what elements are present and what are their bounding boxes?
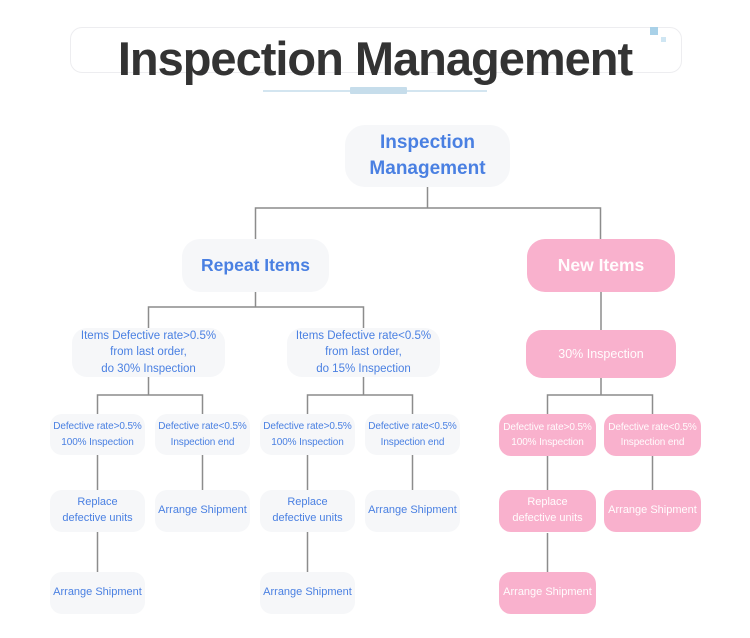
node-new-items: New Items [527, 239, 675, 292]
node-arrange-shipment: Arrange Shipment [499, 572, 596, 614]
node-repeat-high-defect-high-100pct: Defective rate>0.5% 100% Inspection [50, 414, 145, 455]
node-new-defect-high-100pct: Defective rate>0.5% 100% Inspection [499, 414, 596, 456]
node-replace-defective-units: Replace defective units [50, 490, 145, 532]
node-new-defect-low-end: Defective rate<0.5% Inspection end [604, 414, 701, 456]
node-replace-defective-units: Replace defective units [260, 490, 355, 532]
node-inspection-management-root: Inspection Management [345, 125, 510, 187]
decor-square-small-icon [661, 37, 666, 42]
decor-square-large-icon [650, 27, 658, 35]
node-repeat-low-defect-low-end: Defective rate<0.5% Inspection end [365, 414, 460, 455]
node-repeat-high-defect-low-end: Defective rate<0.5% Inspection end [155, 414, 250, 455]
node-repeat-low-rate-15pct-inspection: Items Defective rate<0.5% from last orde… [287, 328, 440, 377]
node-arrange-shipment: Arrange Shipment [50, 572, 145, 614]
node-new-30pct-inspection: 30% Inspection [526, 330, 676, 378]
node-repeat-low-defect-high-100pct: Defective rate>0.5% 100% Inspection [260, 414, 355, 455]
page-title: Inspection Management [117, 32, 633, 85]
title-underline-accent [350, 87, 407, 94]
node-repeat-items: Repeat Items [182, 239, 329, 292]
node-arrange-shipment: Arrange Shipment [604, 490, 701, 532]
node-arrange-shipment: Arrange Shipment [365, 490, 460, 532]
title-card [70, 27, 682, 73]
node-arrange-shipment: Arrange Shipment [260, 572, 355, 614]
node-replace-defective-units: Replace defective units [499, 490, 596, 532]
node-arrange-shipment: Arrange Shipment [155, 490, 250, 532]
node-repeat-high-rate-30pct-inspection: Items Defective rate>0.5% from last orde… [72, 328, 225, 377]
